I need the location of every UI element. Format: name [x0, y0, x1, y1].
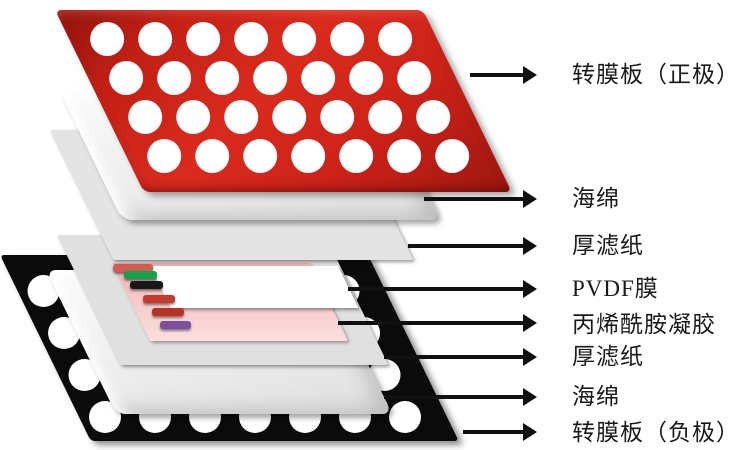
- plate-hole: [109, 61, 144, 95]
- plate-hole: [195, 139, 230, 173]
- pvdf-membrane: [150, 266, 359, 308]
- marker-band-green: [124, 271, 157, 279]
- arrow-sponge-top: [424, 190, 537, 208]
- plate-hole: [368, 100, 403, 134]
- plate-hole: [387, 139, 422, 173]
- plate-hole: [272, 100, 307, 134]
- plate-hole: [301, 61, 336, 95]
- arrow-filter-paper-bottom: [384, 348, 537, 366]
- label-sponge-top: 海绵: [572, 186, 620, 211]
- plate-hole: [416, 100, 451, 134]
- plate-hole: [186, 22, 221, 56]
- arrow-pvdf-membrane: [348, 280, 537, 298]
- marker-band-black: [130, 281, 163, 289]
- plate-hole: [157, 61, 192, 95]
- plate-hole: [330, 22, 365, 56]
- arrow-sponge-bottom: [384, 388, 537, 406]
- arrow-transfer-plate-negative: [463, 423, 537, 441]
- plate-hole: [205, 61, 240, 95]
- plate-hole: [397, 61, 432, 95]
- label-pvdf-membrane: PVDF膜: [572, 276, 659, 301]
- label-transfer-plate-negative: 转膜板（负极）: [572, 420, 740, 445]
- plate-hole: [339, 139, 374, 173]
- label-transfer-plate-positive: 转膜板（正极）: [572, 62, 740, 87]
- plate-hole: [234, 22, 269, 56]
- plate-hole: [349, 61, 384, 95]
- label-filter-paper-bottom: 厚滤纸: [572, 344, 644, 369]
- arrow-acrylamide-gel: [338, 314, 537, 332]
- plate-hole: [224, 100, 259, 134]
- plate-hole: [291, 139, 326, 173]
- label-filter-paper-top: 厚滤纸: [572, 233, 644, 258]
- arrow-transfer-plate-positive: [470, 66, 537, 84]
- plate-hole: [282, 22, 317, 56]
- label-acrylamide-gel: 丙烯酰胺凝胶: [572, 312, 716, 337]
- arrow-filter-paper-top: [408, 237, 537, 255]
- marker-band-red-1: [143, 295, 175, 303]
- label-sponge-bottom: 海绵: [572, 384, 620, 409]
- plate-hole: [90, 22, 125, 56]
- plate-hole: [176, 100, 211, 134]
- plate-hole: [128, 100, 163, 134]
- plate-hole: [435, 139, 470, 173]
- marker-band-red-top: [113, 264, 153, 272]
- marker-band-red-2: [152, 308, 184, 316]
- plate-hole: [243, 139, 278, 173]
- plate-hole: [138, 22, 173, 56]
- plate-hole: [320, 100, 355, 134]
- plate-hole: [147, 139, 182, 173]
- marker-band-purple: [160, 321, 191, 329]
- plate-hole: [253, 61, 288, 95]
- plate-hole: [389, 401, 422, 433]
- plate-hole: [378, 22, 413, 56]
